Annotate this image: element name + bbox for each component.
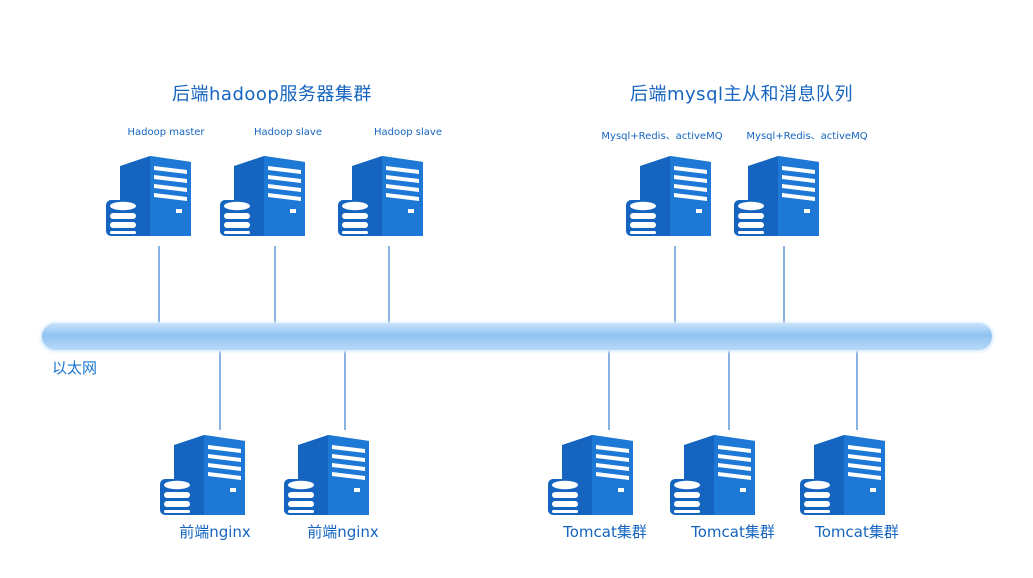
server-icon: [548, 435, 633, 515]
ethernet-bus: [42, 323, 992, 350]
server-icon: [284, 435, 369, 515]
server-icon: [626, 156, 711, 236]
server-label-hadoop-master: Hadoop master: [127, 127, 205, 138]
top-connectors: [158, 246, 785, 324]
server-icon: [338, 156, 423, 236]
bottom-connectors: [219, 350, 858, 430]
hadoop-cluster-title: 后端hadoop服务器集群: [172, 84, 372, 105]
bottom-server-row: [160, 435, 885, 515]
server-label-nginx-1: 前端nginx: [179, 523, 251, 541]
server-icon: [670, 435, 755, 515]
top-server-row: [106, 156, 819, 236]
server-label-mysql-1: Mysql+Redis、activeMQ: [601, 131, 723, 142]
server-icon: [160, 435, 245, 515]
server-icon: [220, 156, 305, 236]
server-label-tomcat-3: Tomcat集群: [815, 523, 899, 541]
server-label-hadoop-slave-1: Hadoop slave: [254, 127, 322, 138]
server-icon: [734, 156, 819, 236]
server-label-mysql-2: Mysql+Redis、activeMQ: [746, 131, 868, 142]
mysql-cluster-title: 后端mysql主从和消息队列: [630, 84, 853, 105]
ethernet-label: 以太网: [52, 359, 98, 377]
server-icon: [106, 156, 191, 236]
server-label-tomcat-2: Tomcat集群: [691, 523, 775, 541]
server-label-hadoop-slave-2: Hadoop slave: [374, 127, 442, 138]
server-label-tomcat-1: Tomcat集群: [563, 523, 647, 541]
server-label-nginx-2: 前端nginx: [307, 523, 379, 541]
server-icon: [800, 435, 885, 515]
